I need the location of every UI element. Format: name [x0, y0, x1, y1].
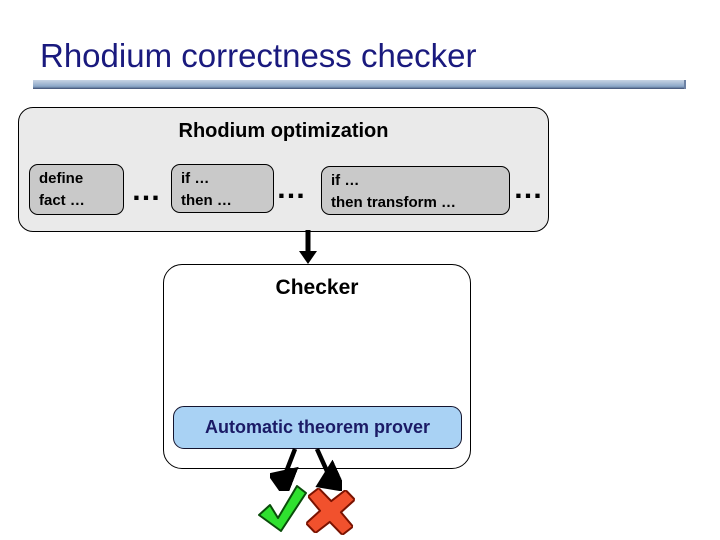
- checker-box: Checker Automatic theorem prover: [163, 264, 471, 469]
- diverging-result-arrows-icon: [270, 448, 342, 491]
- rhodium-optimization-box: Rhodium optimization define fact … … if …: [18, 107, 549, 232]
- automatic-theorem-prover-box: Automatic theorem prover: [173, 406, 462, 449]
- if-then-line2: then …: [181, 191, 232, 209]
- theorem-prover-label: Automatic theorem prover: [204, 417, 431, 437]
- if-then-transform-box: if … then transform …: [321, 166, 510, 215]
- ellipsis-dots: …: [276, 172, 309, 205]
- if-then-transform-line2: then transform …: [331, 193, 457, 211]
- success-check-icon: [258, 485, 307, 532]
- define-fact-line2: fact …: [39, 191, 85, 209]
- flow-arrow-down-icon: [299, 230, 317, 264]
- if-then-transform-line1: if …: [331, 172, 360, 189]
- if-then-line1: if …: [181, 170, 210, 187]
- page-title: Rhodium correctness checker: [40, 37, 477, 74]
- if-then-box: if … then …: [171, 164, 274, 213]
- optimization-box-title: Rhodium optimization: [178, 120, 389, 142]
- define-fact-line1: define: [39, 170, 84, 187]
- define-fact-box: define fact …: [29, 164, 124, 215]
- title-underline-rule: [33, 80, 686, 89]
- ellipsis-dots: …: [513, 172, 546, 205]
- ellipsis-dots: …: [131, 174, 164, 207]
- checker-box-title: Checker: [275, 276, 359, 299]
- failure-cross-icon: [305, 487, 356, 536]
